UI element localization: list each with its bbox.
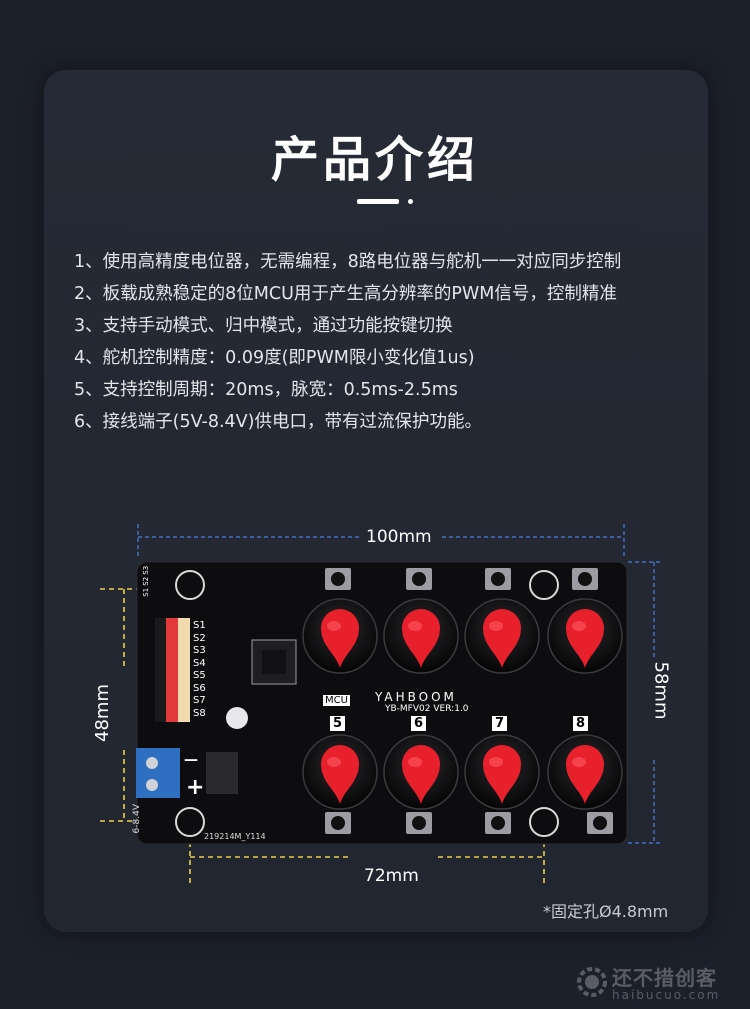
channel-label: S3: [193, 645, 206, 656]
title-underline: [357, 199, 399, 204]
channel-label: S6: [193, 682, 206, 694]
feature-item: 4、舵机控制精度：0.09度(即PWM限小变化值1us): [74, 348, 475, 368]
watermark-name: 还不措创客: [612, 966, 717, 990]
dimension-top-width: 100mm: [366, 527, 432, 547]
tact-switch: [587, 812, 613, 834]
mounting-hole-note: *固定孔Ø4.8mm: [543, 902, 669, 921]
top-silk-label: S3: [142, 566, 150, 575]
potentiometer-knob: [547, 734, 623, 810]
minus-label: —: [184, 752, 198, 768]
feature-list: 1、使用高精度电位器，无需编程，8路电位器与舵机一一对应同步控制 2、板载成熟稳…: [74, 246, 714, 438]
tact-switch: [485, 812, 511, 834]
mount-hole: [529, 570, 559, 600]
board-brand: YAHBOOM: [375, 690, 457, 704]
potentiometer-knob: [302, 598, 378, 674]
channel-label: S4: [193, 657, 206, 669]
board-model-number: YB-MFV02: [385, 704, 431, 714]
feature-item: 5、支持控制周期：20ms，脉宽：0.5ms-2.5ms: [74, 380, 458, 400]
servo-header: [155, 618, 190, 722]
channel-label: S7: [193, 695, 206, 706]
feature-item: 1、使用高精度电位器，无需编程，8路电位器与舵机一一对应同步控制: [74, 252, 622, 272]
top-silk-label: S2: [142, 576, 150, 586]
mcu-label: MCU: [323, 695, 350, 706]
mount-hole: [175, 570, 205, 600]
potentiometer-knob: [302, 734, 378, 810]
page-title: 产品介绍: [270, 132, 479, 188]
tact-switch: [406, 812, 432, 834]
potentiometer-knob: [383, 734, 459, 810]
channel-label: S5: [193, 670, 206, 681]
channel-label: S2: [193, 632, 206, 644]
mount-hole: [529, 807, 559, 837]
channel-label: S1: [193, 620, 206, 631]
knob-number: 7: [492, 716, 508, 731]
knob-number: 6: [411, 716, 427, 731]
feature-item: 3、支持手动模式、归中模式，通过功能按键切换: [74, 316, 453, 336]
tact-switch: [485, 568, 511, 590]
knob-number: 5: [330, 716, 346, 731]
voltage-label: 6-8.4V: [132, 804, 142, 834]
tact-switch: [325, 568, 351, 590]
channel-label: S8: [193, 707, 206, 719]
board-model: YB-MFV02 VER:1.0: [385, 704, 469, 714]
channel-labels: S1 S2 S3 S4 S5 S6 S7 S8: [193, 620, 206, 720]
potentiometer-knob: [383, 598, 459, 674]
knob-number: 8: [573, 716, 589, 731]
potentiometer-knob: [547, 598, 623, 674]
feature-item: 6、接线端子(5V-8.4V)供电口，带有过流保护功能。: [74, 412, 482, 432]
tact-switch: [406, 568, 432, 590]
dimension-bottom-width: 72mm: [364, 866, 419, 886]
potentiometer-knob: [464, 598, 540, 674]
top-silk-labels: S1 S2 S3: [142, 566, 150, 597]
mount-hole: [175, 807, 205, 837]
watermark-url: haibucuo.com: [612, 988, 721, 1002]
watermark-gear-icon: [577, 967, 607, 997]
tact-switch: [325, 812, 351, 834]
top-silk-label: S1: [142, 587, 150, 597]
power-terminal: [136, 748, 180, 798]
title-dot: [408, 199, 413, 204]
plus-label: +: [186, 775, 205, 800]
board-version: VER:1.0: [433, 704, 469, 714]
potentiometer-knob: [464, 734, 540, 810]
board-serial: 219214M_Y114: [204, 832, 266, 841]
feature-item: 2、板载成熟稳定的8位MCU用于产生高分辨率的PWM信号，控制精准: [74, 284, 617, 304]
tact-switch: [572, 568, 598, 590]
